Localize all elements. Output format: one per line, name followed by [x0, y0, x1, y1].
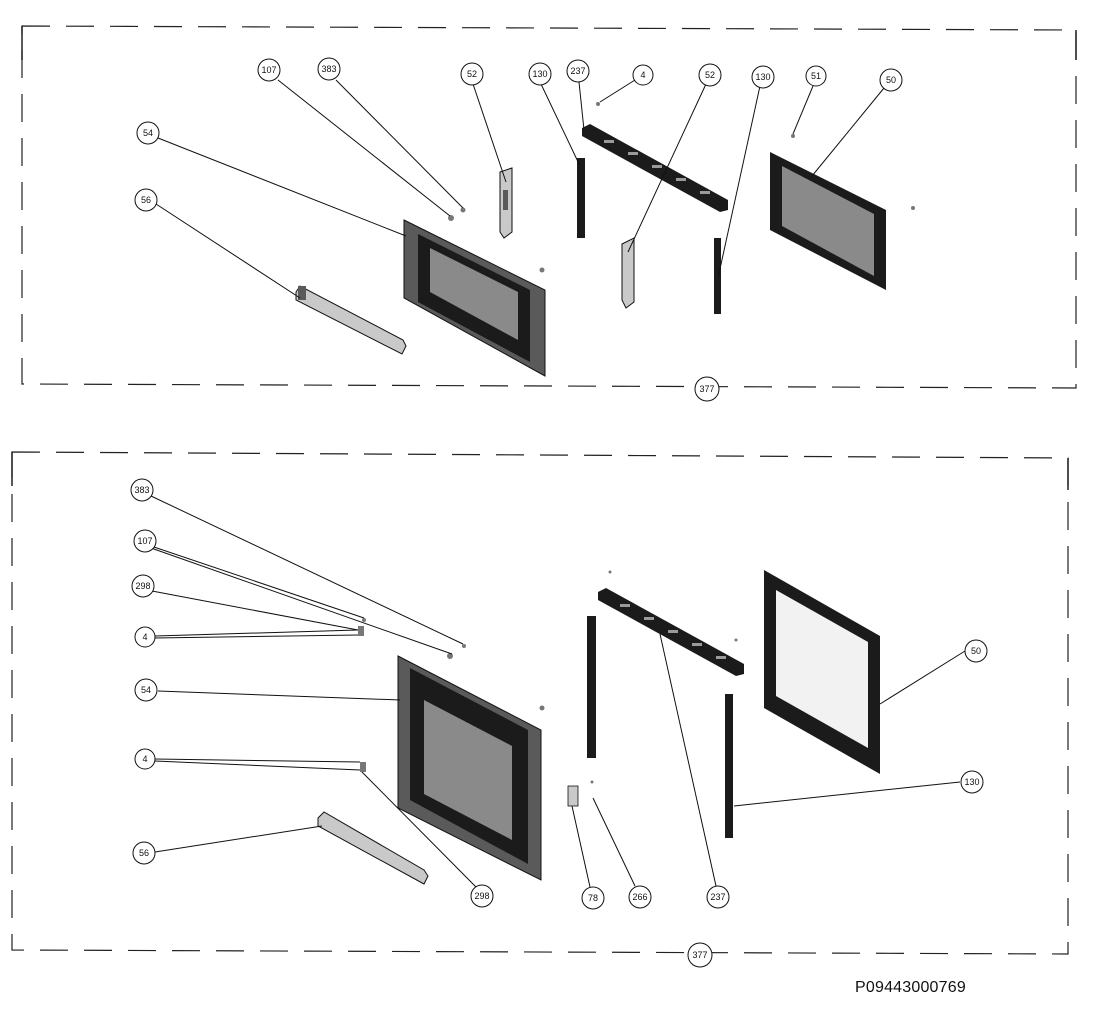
svg-text:130: 130	[755, 72, 770, 82]
hinge-part-left	[499, 167, 513, 239]
svg-text:50: 50	[886, 75, 896, 85]
latch-part	[567, 785, 579, 807]
callout-56: 56	[134, 188, 158, 212]
callout-50: 50	[964, 639, 988, 663]
svg-text:298: 298	[474, 891, 489, 901]
callout-52: 52	[698, 63, 722, 87]
svg-text:52: 52	[705, 70, 715, 80]
svg-text:78: 78	[588, 893, 598, 903]
callout-377: 377	[687, 942, 713, 968]
svg-text:4: 4	[142, 754, 147, 764]
callout-266: 266	[628, 885, 652, 909]
strip-part-right	[714, 238, 721, 314]
svg-text:51: 51	[811, 71, 821, 81]
callout-4: 4	[134, 748, 156, 770]
callout-107: 107	[133, 529, 157, 553]
svg-text:383: 383	[134, 485, 149, 495]
svg-text:266: 266	[632, 892, 647, 902]
outer-door-part	[403, 219, 546, 377]
svg-text:130: 130	[532, 69, 547, 79]
svg-text:52: 52	[467, 69, 477, 79]
callout-130: 130	[528, 62, 552, 86]
svg-text:50: 50	[971, 646, 981, 656]
drawing-number: P09443000769	[855, 979, 966, 996]
callout-52: 52	[460, 62, 484, 86]
svg-text:56: 56	[141, 195, 151, 205]
svg-text:4: 4	[142, 632, 147, 642]
callout-298: 298	[131, 574, 155, 598]
top-assembly-frame	[21, 25, 1077, 389]
callout-383: 383	[317, 57, 341, 81]
bottom-leader-lines	[150, 495, 966, 888]
bottom-assembly-frame	[11, 451, 1069, 955]
callout-78: 78	[581, 886, 605, 910]
svg-text:107: 107	[137, 536, 152, 546]
callout-237: 237	[706, 885, 730, 909]
callout-54: 54	[134, 678, 158, 702]
top-assembly: 107 383 52 130 237 4 52 130	[21, 25, 1077, 402]
svg-text:54: 54	[141, 685, 151, 695]
callout-50: 50	[879, 68, 903, 92]
callout-298: 298	[470, 884, 494, 908]
top-leader-lines	[155, 79, 885, 299]
inner-glass-part	[770, 152, 886, 290]
hinge-part-right	[621, 237, 635, 309]
callout-130: 130	[751, 65, 775, 89]
bottom-assembly: 383 107 298 4 54 4 56 298	[11, 451, 1069, 968]
callout-383: 383	[130, 478, 154, 502]
callout-107: 107	[257, 58, 281, 82]
svg-text:377: 377	[692, 950, 707, 960]
svg-text:377: 377	[699, 384, 714, 394]
strip-part-left	[587, 616, 596, 758]
callout-377: 377	[694, 376, 720, 402]
callout-54: 54	[136, 121, 160, 145]
callout-4: 4	[632, 64, 654, 86]
callout-130: 130	[960, 770, 984, 794]
strip-part-right	[725, 694, 733, 838]
svg-text:298: 298	[135, 581, 150, 591]
svg-text:237: 237	[570, 66, 585, 76]
svg-text:383: 383	[321, 64, 336, 74]
callout-51: 51	[805, 65, 827, 87]
handle-part	[295, 285, 407, 355]
callout-237: 237	[566, 59, 590, 83]
svg-text:107: 107	[261, 65, 276, 75]
strip-part-left	[577, 158, 585, 238]
svg-text:54: 54	[143, 128, 153, 138]
callout-4: 4	[134, 626, 156, 648]
outer-door-part	[397, 655, 542, 881]
svg-text:237: 237	[710, 892, 725, 902]
callout-56: 56	[132, 841, 156, 865]
svg-text:130: 130	[964, 777, 979, 787]
svg-text:4: 4	[640, 70, 645, 80]
svg-text:56: 56	[139, 848, 149, 858]
handle-part	[317, 811, 429, 885]
inner-glass-part	[764, 570, 880, 774]
